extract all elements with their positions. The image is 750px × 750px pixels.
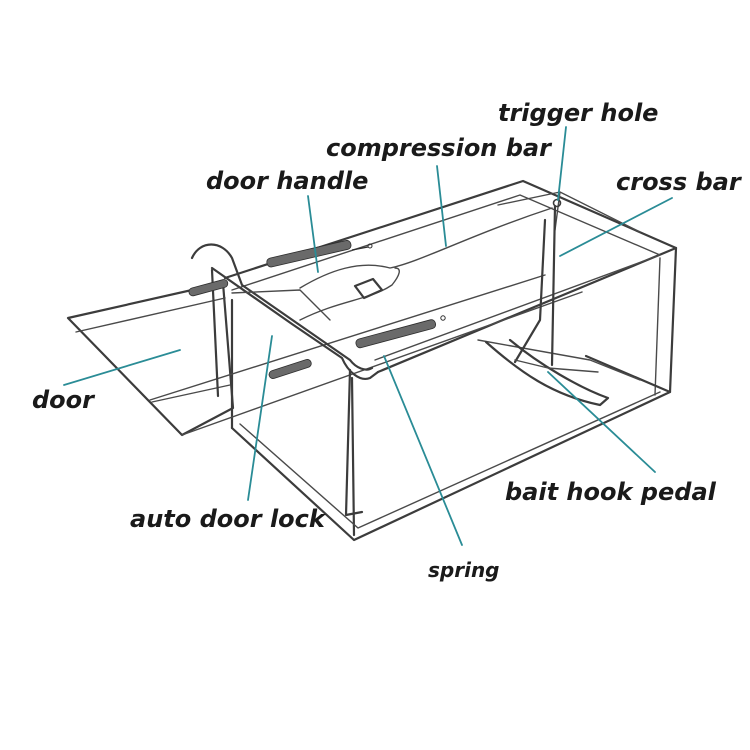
back-right-post-inner bbox=[654, 257, 661, 396]
trigger-rod bbox=[513, 204, 557, 367]
label-spring: spring bbox=[428, 558, 500, 582]
label-bait-hook-pedal: bait hook pedal bbox=[505, 478, 717, 506]
spring-upper-eye bbox=[367, 243, 373, 249]
handle-left bbox=[190, 243, 374, 371]
spring-upper-end bbox=[351, 246, 369, 251]
leader-spring bbox=[383, 355, 463, 546]
leader-trigger-hole bbox=[557, 126, 567, 201]
compression-bar-rod-2 bbox=[299, 267, 400, 321]
trigger-hole-mark bbox=[552, 198, 562, 208]
bottom-rim bbox=[230, 354, 672, 542]
bottom-rim-inner bbox=[239, 391, 661, 529]
label-door-handle: door handle bbox=[206, 167, 368, 195]
trigger-plate bbox=[353, 277, 384, 300]
front-right-post bbox=[350, 376, 356, 537]
spring-upper-left-body bbox=[188, 279, 229, 297]
spring-upper-left bbox=[188, 279, 229, 297]
leader-bait-hook-pedal bbox=[547, 371, 656, 473]
top-rim-front bbox=[223, 179, 678, 374]
label-door: door bbox=[32, 386, 96, 414]
label-compression-bar: compression bar bbox=[326, 134, 553, 162]
compression-bar bbox=[299, 198, 562, 367]
spring-upper bbox=[266, 240, 373, 268]
handle-leg-right bbox=[344, 368, 364, 517]
handle-right bbox=[210, 266, 380, 380]
leader-cross-bar bbox=[559, 197, 673, 257]
spring-lower-left-body bbox=[268, 359, 312, 379]
leader-auto-door-lock bbox=[247, 335, 273, 501]
side-rail-lower bbox=[149, 274, 546, 401]
spring-lower-left bbox=[268, 359, 312, 379]
compression-bar-rod bbox=[299, 207, 553, 289]
spring-lower-body bbox=[355, 319, 437, 349]
pedal-plate bbox=[484, 338, 610, 407]
pedal-hook bbox=[514, 359, 599, 373]
label-auto-door-lock: auto door lock bbox=[130, 505, 327, 533]
end-frame bbox=[497, 191, 641, 233]
cage-frame bbox=[66, 179, 678, 542]
leader-door bbox=[63, 349, 181, 386]
label-cross-bar: cross bar bbox=[616, 168, 743, 196]
handle-bar-mid bbox=[231, 289, 331, 321]
handle-leg-left bbox=[210, 268, 220, 398]
back-right-post bbox=[668, 246, 678, 394]
spring-lower bbox=[355, 315, 446, 349]
bait-hook-pedal bbox=[484, 338, 610, 407]
door-handle-loop bbox=[190, 243, 380, 517]
label-trigger-hole: trigger hole bbox=[498, 99, 658, 127]
leader-door-handle bbox=[307, 195, 319, 273]
spring-lower-eye bbox=[440, 315, 446, 321]
side-rail-upper bbox=[181, 291, 583, 436]
bottom-back bbox=[477, 339, 641, 381]
top-rim-inner bbox=[231, 194, 661, 361]
leader-compression-bar bbox=[436, 165, 447, 247]
spring-upper-body bbox=[266, 240, 352, 268]
leader-lines bbox=[63, 126, 673, 546]
labels: trigger hole compression bar cross bar d… bbox=[32, 99, 743, 582]
